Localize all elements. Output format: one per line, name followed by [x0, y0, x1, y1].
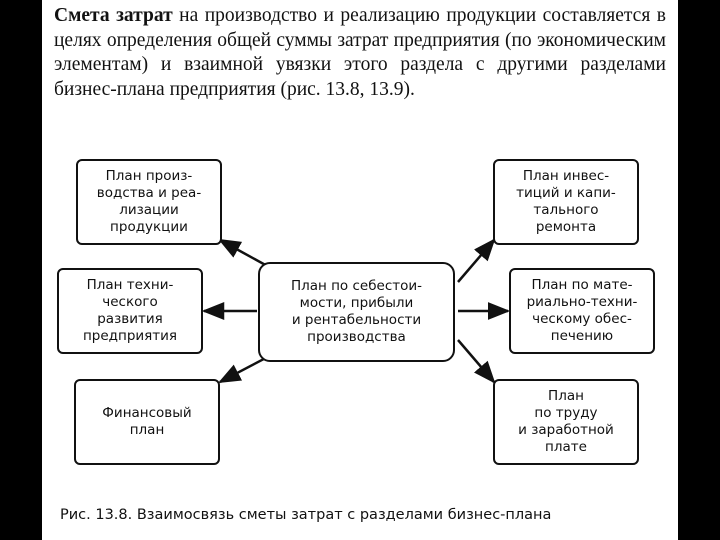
box-production-plan: План произ- водства и реа- лизации проду…: [76, 159, 222, 245]
paragraph-text: на производство и реализацию продукции с…: [54, 5, 667, 100]
document-page: Смета затрат на производство и реализаци…: [42, 0, 678, 540]
box-financial-plan: Финансовый план: [74, 379, 220, 465]
box-material-supply-plan: План по мате- риально-техни- ческому обе…: [509, 268, 655, 354]
box-investment-plan: План инвес- тиций и капи- тального ремон…: [493, 159, 639, 245]
box-cost-plan-center: План по себестои- мости, прибыли и рента…: [258, 262, 455, 362]
arrow-to-right-top: [457, 238, 496, 283]
box-labor-wage-plan: План по труду и заработной плате: [493, 379, 639, 465]
body-paragraph: Смета затрат на производство и реализаци…: [54, 4, 666, 102]
box-technical-development-plan: План техни- ческого развития предприятия: [57, 268, 203, 354]
paragraph-bold-lead: Смета затрат: [54, 5, 173, 26]
arrow-to-right-bottom: [457, 339, 496, 384]
figure-caption: Рис. 13.8. Взаимосвязь сметы затрат с ра…: [60, 507, 552, 523]
